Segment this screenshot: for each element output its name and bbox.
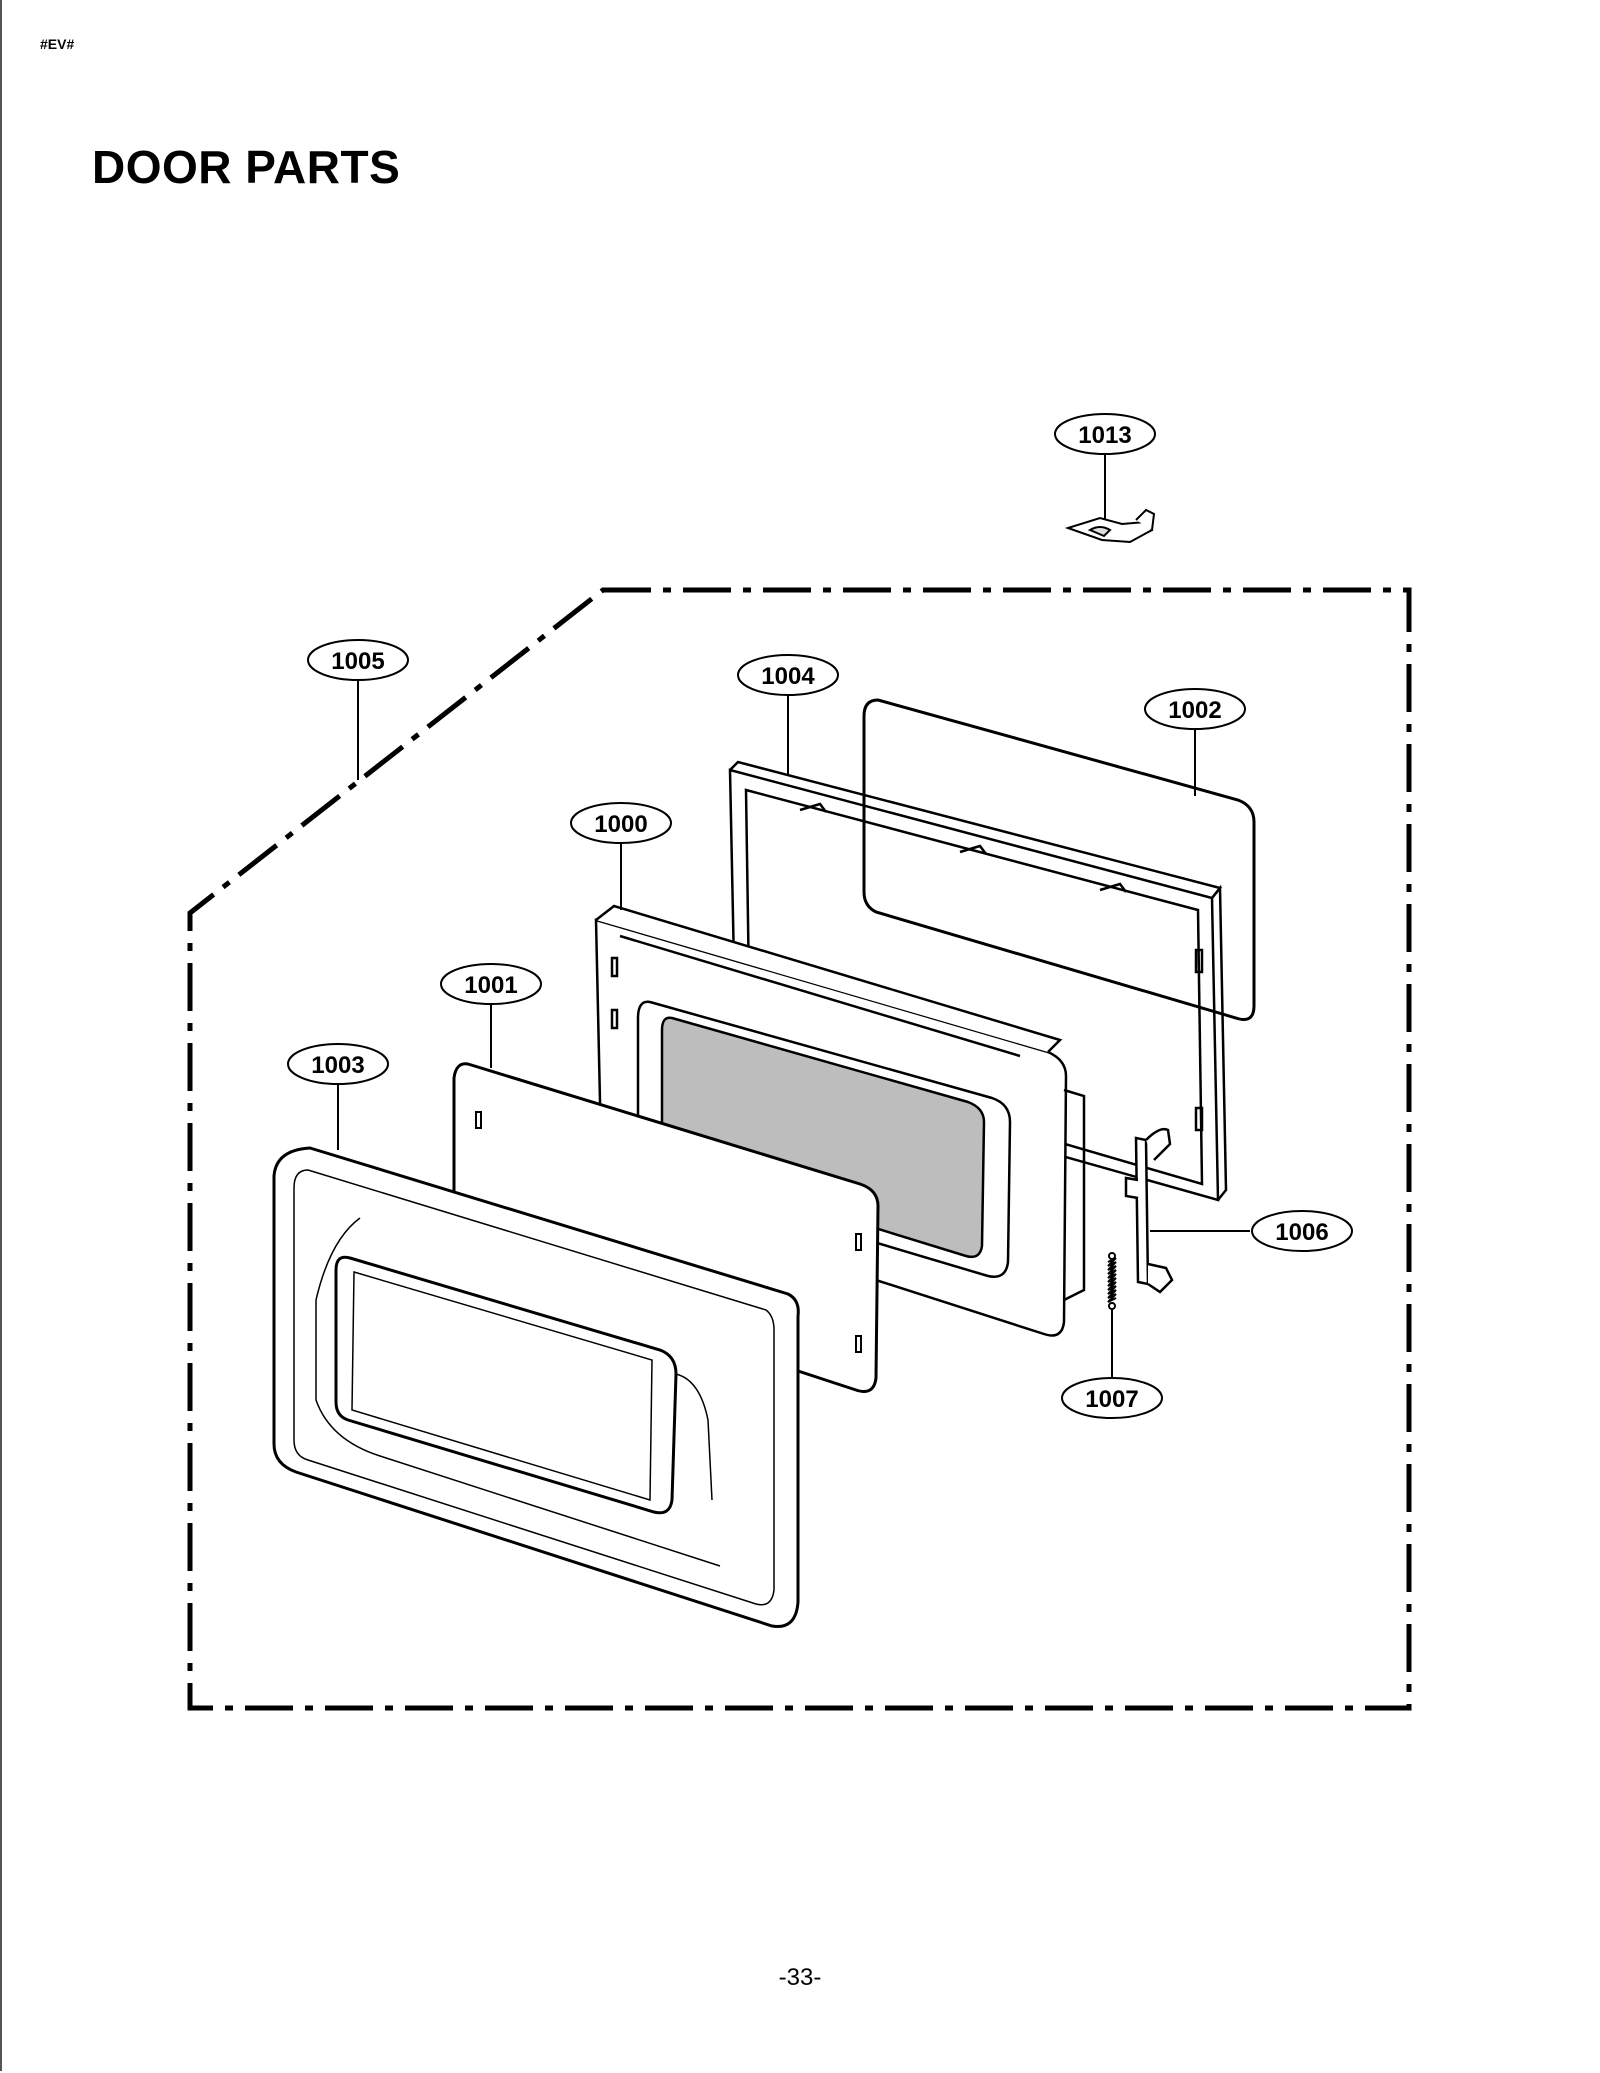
callout-1000-label: 1000 [594,811,647,838]
part-1002-panel [862,698,1256,1021]
callout-1005-label: 1005 [331,648,384,675]
callout-1013-label: 1013 [1078,422,1131,449]
callout-1002-label: 1002 [1168,697,1221,724]
callout-1001-label: 1001 [464,972,517,999]
callout-1003: 1003 [287,1043,389,1085]
callout-1000: 1000 [570,802,672,844]
callout-1005: 1005 [307,639,409,681]
callout-1002: 1002 [1144,688,1246,730]
leader-lines [337,454,1250,1378]
callout-1007: 1007 [1061,1377,1163,1419]
page-number: -33- [778,1964,822,1991]
part-1003-door-front [272,1146,800,1628]
document-code: #EV# [40,36,75,52]
page-title: DOOR PARTS [92,141,401,193]
callout-1001: 1001 [440,963,542,1005]
callout-1004-label: 1004 [761,663,815,690]
callout-1006: 1006 [1251,1210,1353,1252]
door-window-glass [660,1016,986,1259]
callout-1004: 1004 [737,654,839,696]
callout-1007-label: 1007 [1085,1386,1138,1413]
part-1013-latch-bracket [1064,508,1156,544]
callout-1006-label: 1006 [1275,1219,1328,1246]
assembly-boundary [187,587,1412,1711]
part-1000-door-frame [594,904,1086,1337]
callout-1013: 1013 [1054,413,1156,455]
part-1006-hook [1124,1127,1174,1294]
part-1007-spring [1107,1252,1117,1310]
callout-1003-label: 1003 [311,1052,364,1079]
